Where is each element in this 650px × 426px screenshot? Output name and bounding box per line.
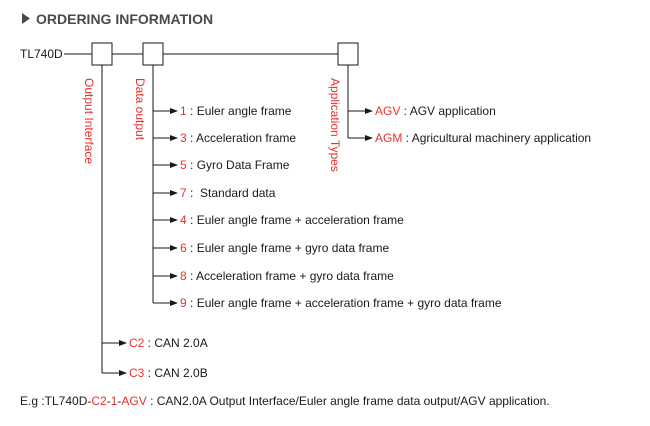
triangle-bullet-icon [22,13,30,24]
interface-option-c3: C3 : CAN 2.0B [129,366,208,380]
model-code: TL740D [20,47,63,61]
data-option-1: 1 : Euler angle frame [180,104,292,118]
data-option-4: 4 : Euler angle frame + acceleration fra… [180,213,404,227]
data-option-6: 6 : Euler angle frame + gyro data frame [180,241,389,255]
data-option-7: 7 : Standard data [180,186,276,200]
interface-option-c2: C2 : CAN 2.0A [129,336,208,350]
section-heading: ORDERING INFORMATION [36,11,213,27]
data-output-box [142,42,164,66]
output-interface-box [91,42,113,66]
data-option-3: 3 : Acceleration frame [180,131,296,145]
data-output-label: Data output [133,78,147,141]
application-option-agm: AGM : Agricultural machinery application [375,131,591,145]
application-types-label: Application Types [328,78,342,172]
application-option-agv: AGV : AGV application [375,104,496,118]
data-option-5: 5 : Gyro Data Frame [180,158,290,172]
output-interface-label: Output Interface [82,78,96,164]
data-option-9: 9 : Euler angle frame + acceleration fra… [180,296,502,310]
application-types-box [337,42,359,66]
data-option-8: 8 : Acceleration frame + gyro data frame [180,269,394,283]
example-line: E.g :TL740D-C2-1-AGV : CAN2.0A Output In… [20,394,550,408]
